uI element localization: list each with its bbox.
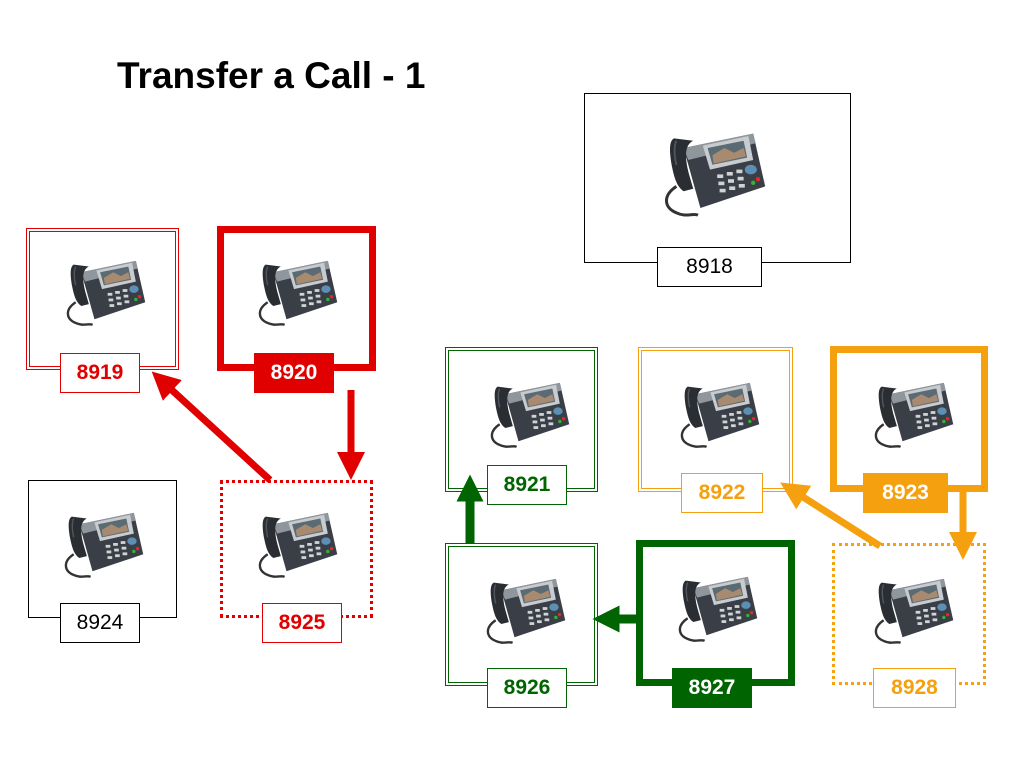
extension-label-8919: 8919: [60, 353, 140, 393]
extension-label-8928: 8928: [873, 668, 956, 708]
extension-label-8921: 8921: [487, 465, 567, 505]
extension-label-8926: 8926: [487, 668, 567, 708]
extension-label-8920: 8920: [254, 353, 334, 393]
page-title: Transfer a Call - 1: [117, 55, 426, 96]
extension-label-8927: 8927: [672, 668, 752, 708]
extension-label-8923: 8923: [863, 473, 948, 513]
extension-label-8922: 8922: [681, 473, 763, 513]
extension-label-8918: 8918: [657, 247, 762, 287]
arrow-8925-to-8919: [151, 371, 273, 483]
arrow-8928-to-8922: [780, 482, 882, 549]
extension-label-8924: 8924: [60, 603, 140, 643]
extension-label-8925: 8925: [262, 603, 342, 643]
